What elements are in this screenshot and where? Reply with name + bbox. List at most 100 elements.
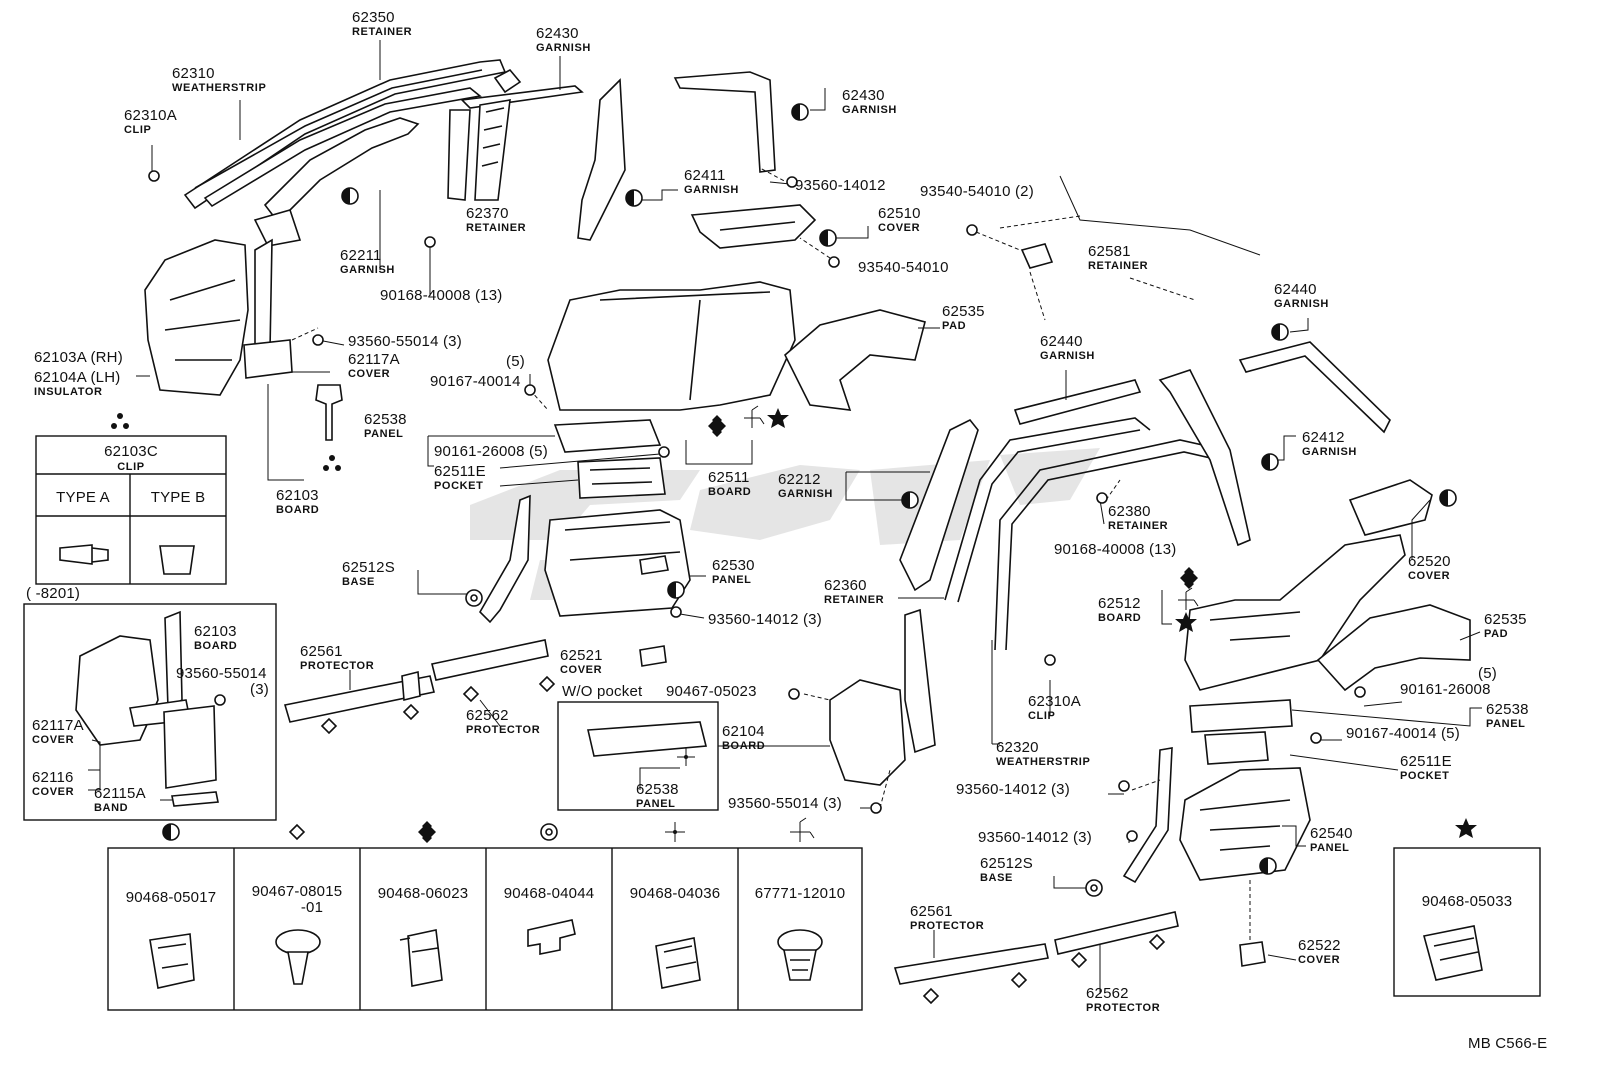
legend-num-1: 90468-05017 <box>126 889 217 906</box>
cover-62510 <box>690 204 817 249</box>
part-number: 93540-54010 <box>858 259 949 276</box>
clip-table-num: 62103C <box>104 443 158 460</box>
part-number: 62520 <box>1408 553 1451 570</box>
part-name: RETAINER <box>352 26 412 38</box>
part-name: PANEL <box>364 428 403 440</box>
callout-c48: 90167-40014 (5) <box>1346 725 1460 742</box>
retainer-62350 <box>203 87 482 208</box>
part-name: POCKET <box>1400 770 1449 782</box>
pocket-62511E-upper <box>577 457 666 499</box>
part-name: COVER <box>560 664 602 676</box>
part-name: BOARD <box>722 740 765 752</box>
legend-num-2b: -01 <box>301 899 323 916</box>
part-name: RETAINER <box>466 222 526 234</box>
swirl-icon <box>790 817 815 842</box>
callout-c38: 93560-14012 (3) <box>708 611 822 628</box>
protector-62561-right <box>893 943 1049 985</box>
diamond-notch-icon <box>1070 951 1088 969</box>
fastener-screws <box>148 170 1366 842</box>
part-name: BASE <box>342 576 375 588</box>
part-number: 62103 <box>194 623 237 640</box>
part-number: 62512S <box>342 559 395 576</box>
callout-c7: 93560-14012 <box>795 177 886 194</box>
part-number: 93560-14012 <box>795 177 886 194</box>
part-number: 62561 <box>300 643 343 660</box>
wo-pocket-label: W/O pocket <box>562 683 643 700</box>
part-number: 62561 <box>910 903 953 920</box>
quad-diamond-icon <box>1180 567 1198 589</box>
part-number: 62511E <box>1400 753 1452 770</box>
part-number: 62103 <box>276 487 319 504</box>
part-number: 90168-40008 (13) <box>1054 541 1176 558</box>
cross-arrows-icon <box>665 822 685 842</box>
fastener-90468-06023 <box>399 929 443 987</box>
fastener-67771-12010 <box>777 929 823 981</box>
part-number: 62430 <box>842 87 885 104</box>
clip-type-a: TYPE A <box>56 489 110 506</box>
part-name: BAND <box>94 802 128 814</box>
part-name: GARNISH <box>1302 446 1357 458</box>
part-name: BOARD <box>194 640 237 652</box>
symbol-markers <box>111 103 1457 1005</box>
fastener-90468-05017 <box>149 933 195 989</box>
part-number: 93560-14012 (3) <box>956 781 1070 798</box>
callout-c54: 93560-55014 (3) <box>728 795 842 812</box>
part-number: 62103A (RH) <box>34 349 123 366</box>
part-number: 62350 <box>352 9 395 26</box>
part-number: 90161-26008 (5) <box>434 443 548 460</box>
inset-callout-labels: 62103BOARD93560-55014(3)62117ACOVER62116… <box>32 623 269 814</box>
part-number: 90161-26008 <box>1400 681 1491 698</box>
garnish-62440-middle <box>1013 379 1142 425</box>
part-number: (5) <box>1478 665 1497 682</box>
part-number: 62538 <box>364 411 407 428</box>
part-name: COVER <box>1408 570 1450 582</box>
callout-c44: 90161-26008 <box>1400 681 1491 698</box>
callout-c23: 90167-40014 <box>430 373 520 390</box>
part-number: 62440 <box>1274 281 1317 298</box>
wo-pocket-box: W/O pocket <box>557 683 719 811</box>
part-name: PANEL <box>712 574 751 586</box>
part-number: 62370 <box>466 205 509 222</box>
board-62104 <box>829 608 936 786</box>
part-number: 62310A <box>124 107 177 124</box>
half-circle-icon <box>341 187 359 205</box>
part-name: WEATHERSTRIP <box>172 82 266 94</box>
pad-62535-right <box>1316 604 1471 692</box>
part-number: 62411 <box>684 167 726 184</box>
part-name: PROTECTOR <box>1086 1002 1160 1014</box>
part-number: 62511E <box>434 463 486 480</box>
part-number: 62440 <box>1040 333 1083 350</box>
part-number: 62116 <box>32 769 74 786</box>
legend-num-2: 90467-08015 <box>252 883 343 900</box>
part-number: 93560-55014 <box>176 665 267 682</box>
part-number: 62211 <box>340 247 382 264</box>
part-name: GARNISH <box>842 104 897 116</box>
part-name: PANEL <box>1310 842 1349 854</box>
triple-dot-icon <box>323 455 341 471</box>
part-number: 93560-55014 (3) <box>728 795 842 812</box>
clip-type-b: TYPE B <box>151 489 206 506</box>
callout-c56: 93560-14012 (3) <box>978 829 1092 846</box>
panel-small-62538 <box>553 419 662 453</box>
part-number: 90467-05023 <box>666 683 757 700</box>
star-legend-box: 90468-05033 <box>1393 818 1541 997</box>
